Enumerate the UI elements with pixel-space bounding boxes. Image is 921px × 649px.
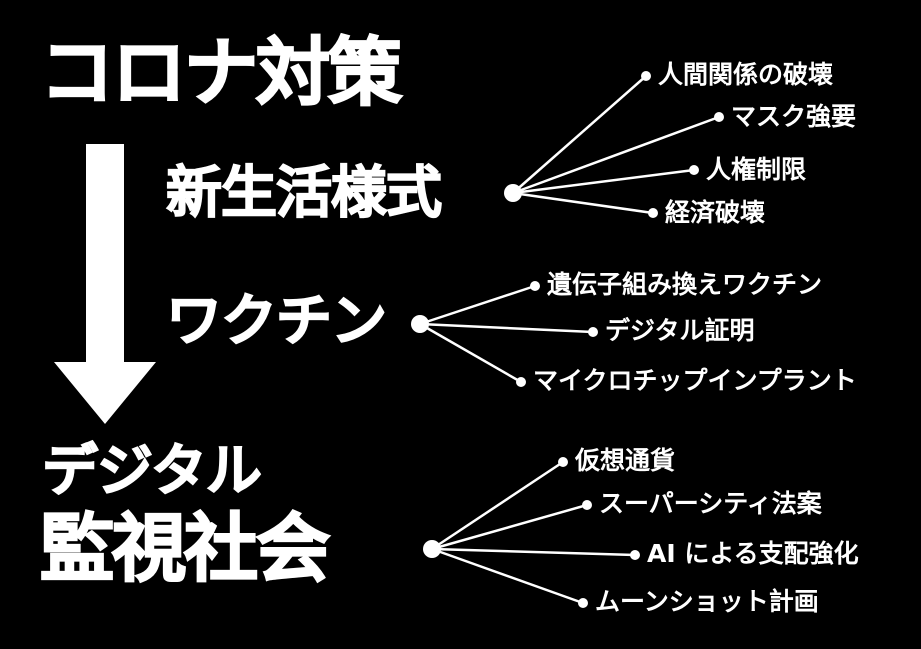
item-label: デジタル証明 <box>605 316 755 345</box>
connector-line <box>512 191 654 215</box>
hub-node <box>411 315 429 333</box>
leaf-node <box>714 112 724 122</box>
item-label: 遺伝子組み換えワクチン <box>547 270 823 299</box>
item-label: マイクロチップインプラント <box>533 366 857 395</box>
leaf-node <box>516 377 526 387</box>
leaf-node <box>689 165 699 175</box>
leaf-node <box>582 500 592 510</box>
item-label: 経済破壊 <box>665 198 766 227</box>
connector-line <box>512 75 647 194</box>
end-label-surveillance-society: 監視社会 <box>39 506 331 592</box>
connector-line <box>419 322 522 384</box>
connector-line <box>431 547 584 605</box>
down-arrow-icon <box>54 144 156 424</box>
leaf-node <box>641 71 651 81</box>
leaf-node <box>558 457 568 467</box>
connector-line <box>419 322 594 334</box>
end-label-digital: デジタル <box>41 439 262 504</box>
leaf-node <box>588 327 598 337</box>
connector-line <box>431 460 564 551</box>
item-label: マスク強要 <box>731 102 857 131</box>
connector-line <box>512 115 720 195</box>
leaf-node <box>530 281 540 291</box>
branch-label-new-lifestyle: 新生活様式 <box>165 161 443 226</box>
branch-label-vaccine: ワクチン <box>165 289 388 354</box>
item-label: 人間関係の破壊 <box>658 60 834 89</box>
hub-node <box>423 540 441 558</box>
leaf-node <box>578 598 588 608</box>
connector-line <box>431 547 636 557</box>
connector-line <box>431 503 588 551</box>
item-label: スーパーシティ法案 <box>599 489 822 518</box>
leaf-node <box>648 208 658 218</box>
hub-node <box>504 184 522 202</box>
item-label: 仮想通貨 <box>575 446 676 475</box>
connector-line <box>512 168 695 195</box>
item-label: 人権制限 <box>706 155 807 184</box>
main-title: コロナ対策 <box>39 30 403 116</box>
connector-line <box>419 284 536 326</box>
item-label: AI による支配強化 <box>647 539 859 568</box>
leaf-node <box>630 550 640 560</box>
item-label: ムーンショット計画 <box>595 587 819 616</box>
